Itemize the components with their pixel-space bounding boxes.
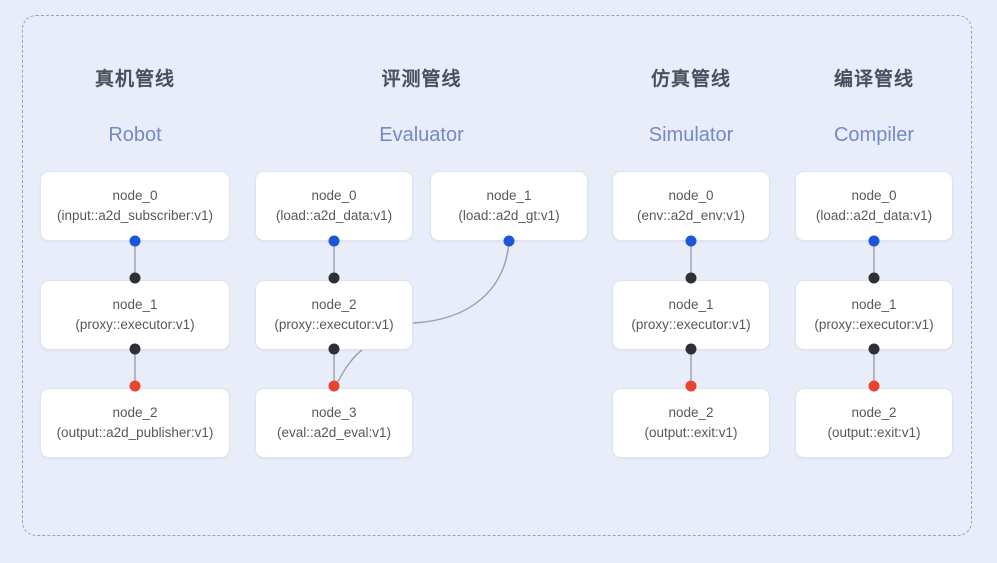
edge-eval-gt-to-executor: [412, 241, 510, 324]
port-output-evaluator-node2[interactable]: [328, 343, 340, 355]
node-robot-2[interactable]: node_2 (output::a2d_publisher:v1): [40, 388, 230, 458]
node-spec: (load::a2d_gt:v1): [458, 208, 560, 223]
node-title: node_0: [112, 188, 158, 203]
port-output-evaluator-node0[interactable]: [328, 235, 340, 247]
port-input-robot-node2[interactable]: [129, 380, 141, 392]
node-compiler-2[interactable]: node_2 (output::exit:v1): [795, 388, 953, 458]
column-header-cn-simulator: 仿真管线: [650, 69, 731, 90]
port-output-simulator-node0[interactable]: [685, 235, 697, 247]
node-spec: (input::a2d_subscriber:v1): [56, 208, 214, 223]
node-robot-1[interactable]: node_1 (proxy::executor:v1): [40, 280, 230, 350]
port-input-simulator-node1[interactable]: [685, 272, 697, 284]
node-spec: (proxy::executor:v1): [631, 317, 751, 332]
port-output-robot-node1[interactable]: [129, 343, 141, 355]
port-output-simulator-node1[interactable]: [685, 343, 697, 355]
node-simulator-2[interactable]: node_2 (output::exit:v1): [612, 388, 770, 458]
node-evaluator-2[interactable]: node_2 (proxy::executor:v1): [255, 280, 413, 350]
node-spec: (proxy::executor:v1): [75, 317, 195, 332]
column-header-en-robot: Robot: [108, 124, 162, 146]
node-spec: (output::a2d_publisher:v1): [56, 425, 214, 440]
node-spec: (load::a2d_data:v1): [815, 208, 933, 223]
node-evaluator-1[interactable]: node_1 (load::a2d_gt:v1): [430, 171, 588, 241]
node-spec: (eval::a2d_eval:v1): [276, 425, 392, 440]
node-robot-0[interactable]: node_0 (input::a2d_subscriber:v1): [40, 171, 230, 241]
port-input-compiler-node2[interactable]: [868, 380, 880, 392]
node-title: node_1: [851, 297, 897, 312]
node-spec: (output::exit:v1): [827, 425, 921, 440]
port-output-robot-node0[interactable]: [129, 235, 141, 247]
node-title: node_2: [112, 405, 158, 420]
node-compiler-0[interactable]: node_0 (load::a2d_data:v1): [795, 171, 953, 241]
node-title: node_0: [851, 188, 897, 203]
node-spec: (env::a2d_env:v1): [636, 208, 746, 223]
column-header-en-compiler: Compiler: [833, 124, 915, 146]
node-title: node_0: [668, 188, 714, 203]
port-input-robot-node1[interactable]: [129, 272, 141, 284]
node-title: node_3: [311, 405, 357, 420]
port-output-compiler-node0[interactable]: [868, 235, 880, 247]
node-title: node_0: [311, 188, 357, 203]
node-title: node_1: [668, 297, 714, 312]
port-input-evaluator-node2[interactable]: [328, 272, 340, 284]
port-input-evaluator-node3[interactable]: [328, 380, 340, 392]
port-output-evaluator-node1[interactable]: [503, 235, 515, 247]
node-simulator-1[interactable]: node_1 (proxy::executor:v1): [612, 280, 770, 350]
port-input-simulator-node2[interactable]: [685, 380, 697, 392]
node-evaluator-3[interactable]: node_3 (eval::a2d_eval:v1): [255, 388, 413, 458]
node-title: node_1: [486, 188, 532, 203]
column-header-cn-evaluator: 评测管线: [381, 69, 462, 90]
node-spec: (proxy::executor:v1): [274, 317, 394, 332]
node-compiler-1[interactable]: node_1 (proxy::executor:v1): [795, 280, 953, 350]
column-header-en-simulator: Simulator: [648, 124, 734, 146]
column-header-cn-compiler: 编译管线: [833, 69, 914, 90]
node-simulator-0[interactable]: node_0 (env::a2d_env:v1): [612, 171, 770, 241]
node-evaluator-0[interactable]: node_0 (load::a2d_data:v1): [255, 171, 413, 241]
node-spec: (output::exit:v1): [644, 425, 738, 440]
node-title: node_1: [112, 297, 158, 312]
node-title: node_2: [668, 405, 714, 420]
node-spec: (load::a2d_data:v1): [275, 208, 393, 223]
node-spec: (proxy::executor:v1): [814, 317, 934, 332]
edge-eval-executor-to-eval: [335, 346, 367, 386]
port-input-compiler-node1[interactable]: [868, 272, 880, 284]
column-header-cn-robot: 真机管线: [94, 69, 175, 90]
port-output-compiler-node1[interactable]: [868, 343, 880, 355]
node-title: node_2: [851, 405, 897, 420]
node-title: node_2: [311, 297, 357, 312]
column-header-en-evaluator: Evaluator: [379, 124, 464, 146]
